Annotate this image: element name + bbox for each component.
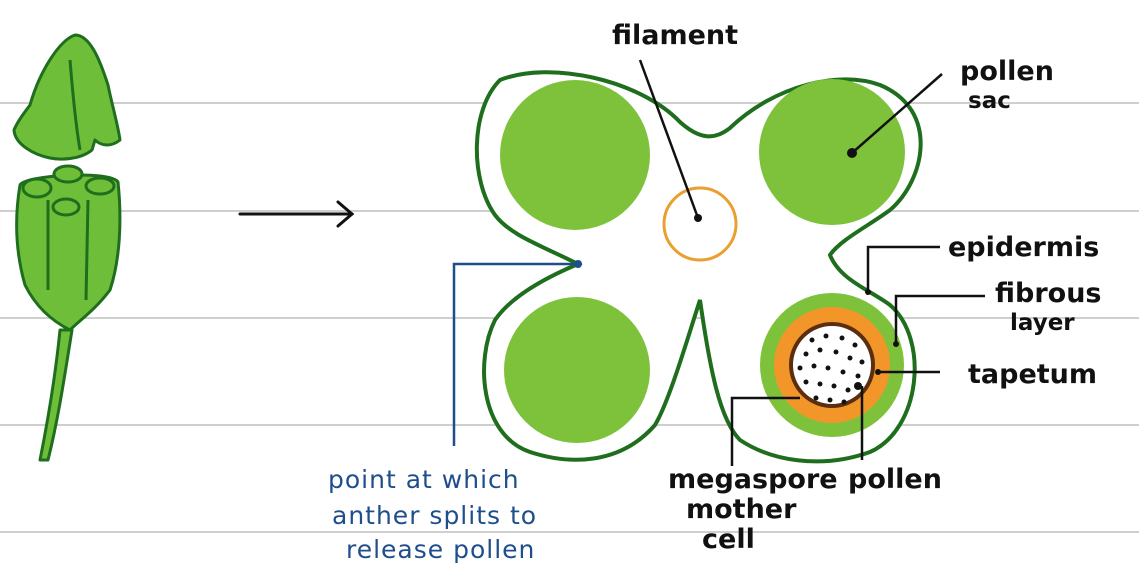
pollen-sac-bottom-left <box>504 297 650 443</box>
filament-circle <box>662 186 738 262</box>
pollen-grains <box>797 333 865 405</box>
anther-cap <box>12 33 122 161</box>
label-epidermis: epidermis <box>948 232 1099 263</box>
label-split-1: point at which <box>328 465 520 494</box>
stamen-illustration <box>12 33 122 462</box>
anther-body <box>15 173 122 332</box>
pollen-sac-top-right <box>759 79 905 225</box>
pollen-sac-top-left <box>500 80 650 230</box>
label-split-2: anther splits to <box>332 501 537 530</box>
label-megaspore-2: mother <box>686 494 797 525</box>
label-megaspore: megaspore <box>668 464 838 495</box>
label-pollen: pollen <box>848 464 942 495</box>
split-point-dot <box>574 260 582 268</box>
label-pollen-sac: pollen <box>960 56 1054 87</box>
label-fibrous: fibrous <box>995 278 1102 309</box>
leader-dots <box>694 148 899 375</box>
label-pollen-sac-2: sac <box>968 88 1011 114</box>
leader-lines <box>638 59 985 466</box>
split-point-pointer <box>452 262 578 446</box>
label-tapetum: tapetum <box>968 359 1097 390</box>
label-filament: filament <box>612 20 738 51</box>
label-fibrous-2: layer <box>1010 310 1075 336</box>
megaspore-mother-cell <box>789 322 875 408</box>
label-megaspore-3: cell <box>702 524 755 555</box>
stamen-filament <box>38 328 74 462</box>
arrow-right <box>238 200 355 228</box>
label-split-3: release pollen <box>346 535 535 564</box>
